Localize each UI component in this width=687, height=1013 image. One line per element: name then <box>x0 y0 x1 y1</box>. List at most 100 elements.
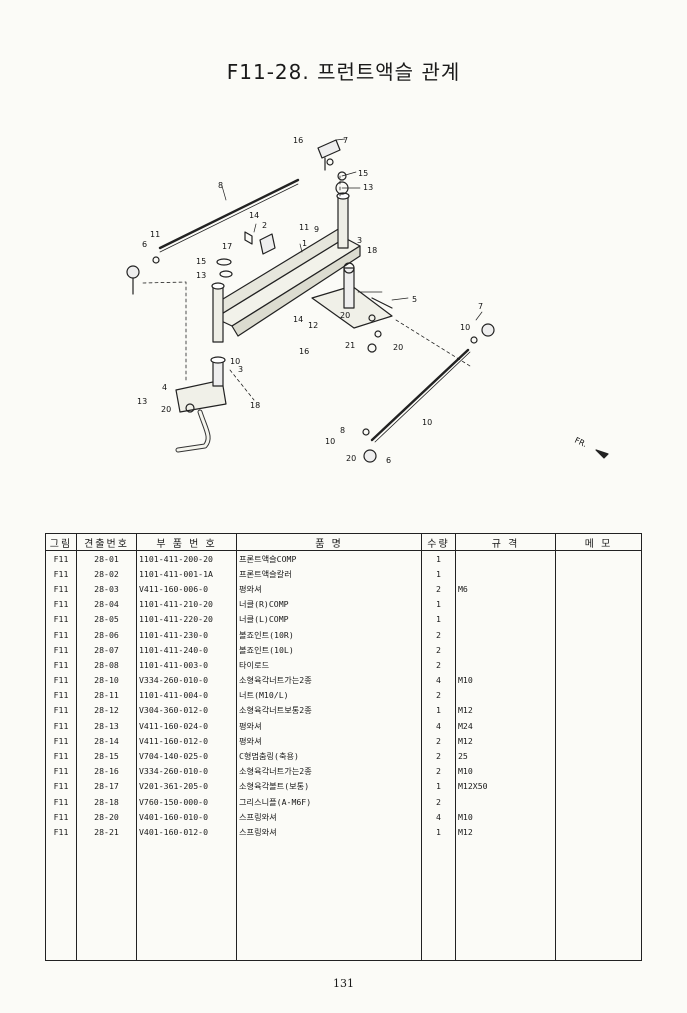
cell-part-no: 1101-411-003-0 <box>136 657 237 673</box>
cell-part-name: 너트(M10/L) <box>236 687 422 703</box>
col-header-memo: 메 모 <box>555 533 642 551</box>
cell-spec: M12 <box>455 702 556 719</box>
cell-memo <box>555 778 642 794</box>
callout-number: 3 <box>357 236 362 245</box>
cell-memo <box>555 748 642 764</box>
cell-memo <box>555 672 642 688</box>
cell-qty: 2 <box>421 581 456 597</box>
callout-number: 16 <box>299 347 309 356</box>
cell-figure: F11 <box>45 581 77 597</box>
cell-part-name: 볼죠인트(10L) <box>236 642 422 658</box>
cell-qty: 2 <box>421 642 456 658</box>
cell-part-no: V411-160-006-0 <box>136 581 237 597</box>
page-number: 131 <box>333 977 354 990</box>
cell-part-no: 1101-411-004-0 <box>136 687 237 703</box>
cell-figure: F11 <box>45 702 77 719</box>
callout-number: 14 <box>249 211 259 220</box>
callout-number: 15 <box>196 257 206 266</box>
callout-number: 12 <box>308 321 318 330</box>
cell-part-no: 1101-411-001-1A <box>136 566 237 582</box>
cell-part-no: V334-260-010-0 <box>136 672 237 688</box>
left-kingpin <box>212 285 224 343</box>
cell-part-name: 프론트액슬COMP <box>236 550 422 567</box>
callout-number: 20 <box>346 454 356 463</box>
callout-number: 20 <box>340 311 350 320</box>
callout-number: 20 <box>161 405 171 414</box>
callout-number: 14 <box>293 315 303 324</box>
empty-cell <box>455 839 556 961</box>
cell-part-no: 1101-411-220-20 <box>136 611 237 627</box>
cell-spec: M24 <box>455 718 556 734</box>
cell-spec <box>455 657 556 673</box>
direction-label: FR. <box>573 436 588 449</box>
cell-spec: M12 <box>455 824 556 840</box>
cell-ref-no: 28-10 <box>76 672 137 688</box>
callout-number: 5 <box>412 295 417 304</box>
cell-part-name: 프론트액슬칼러 <box>236 566 422 582</box>
cell-part-name: 타이로드 <box>236 657 422 673</box>
cell-figure: F11 <box>45 824 77 840</box>
cell-qty: 1 <box>421 824 456 840</box>
cell-memo <box>555 702 642 719</box>
cell-ref-no: 28-16 <box>76 763 137 779</box>
callout-number: 3 <box>238 365 243 374</box>
callout-number: 2 <box>262 221 267 230</box>
cell-memo <box>555 809 642 825</box>
callout-number: 18 <box>367 246 377 255</box>
cell-part-no: V411-160-024-0 <box>136 718 237 734</box>
cell-qty: 2 <box>421 748 456 764</box>
cell-memo <box>555 581 642 597</box>
cell-part-no: V760-150-000-0 <box>136 794 237 810</box>
cell-qty: 4 <box>421 718 456 734</box>
cell-part-name: 소형육각너트보통2종 <box>236 702 422 719</box>
cell-ref-no: 28-01 <box>76 550 137 567</box>
cell-part-name: C형멈춤링(축용) <box>236 748 422 764</box>
cell-figure: F11 <box>45 596 77 612</box>
cell-qty: 1 <box>421 596 456 612</box>
cell-figure: F11 <box>45 687 77 703</box>
cell-part-no: V704-140-025-0 <box>136 748 237 764</box>
callout-number: 7 <box>343 136 348 145</box>
cell-memo <box>555 642 642 658</box>
callout-number: 8 <box>218 181 223 190</box>
empty-cell <box>421 839 456 961</box>
cell-spec <box>455 687 556 703</box>
callout-number: 4 <box>162 383 167 392</box>
callout-number: 8 <box>340 426 345 435</box>
cell-memo <box>555 657 642 673</box>
col-header-qty: 수량 <box>421 533 456 551</box>
cell-qty: 1 <box>421 566 456 582</box>
cell-qty: 2 <box>421 657 456 673</box>
cell-part-no: 1101-411-200-20 <box>136 550 237 567</box>
cell-spec: M12 <box>455 733 556 749</box>
col-header-part-name: 품 명 <box>236 533 422 551</box>
cell-figure: F11 <box>45 748 77 764</box>
callout-number: 10 <box>230 357 240 366</box>
callout-number: 13 <box>363 183 373 192</box>
cell-memo <box>555 718 642 734</box>
tie-rod-upper <box>158 178 300 250</box>
cell-memo <box>555 733 642 749</box>
cell-spec <box>455 642 556 658</box>
cell-memo <box>555 687 642 703</box>
callout-number: 20 <box>393 343 403 352</box>
cell-part-no: 1101-411-210-20 <box>136 596 237 612</box>
cell-ref-no: 28-18 <box>76 794 137 810</box>
cell-spec <box>455 626 556 643</box>
cell-memo <box>555 626 642 643</box>
cell-part-no: 1101-411-230-0 <box>136 626 237 643</box>
cell-figure: F11 <box>45 733 77 749</box>
